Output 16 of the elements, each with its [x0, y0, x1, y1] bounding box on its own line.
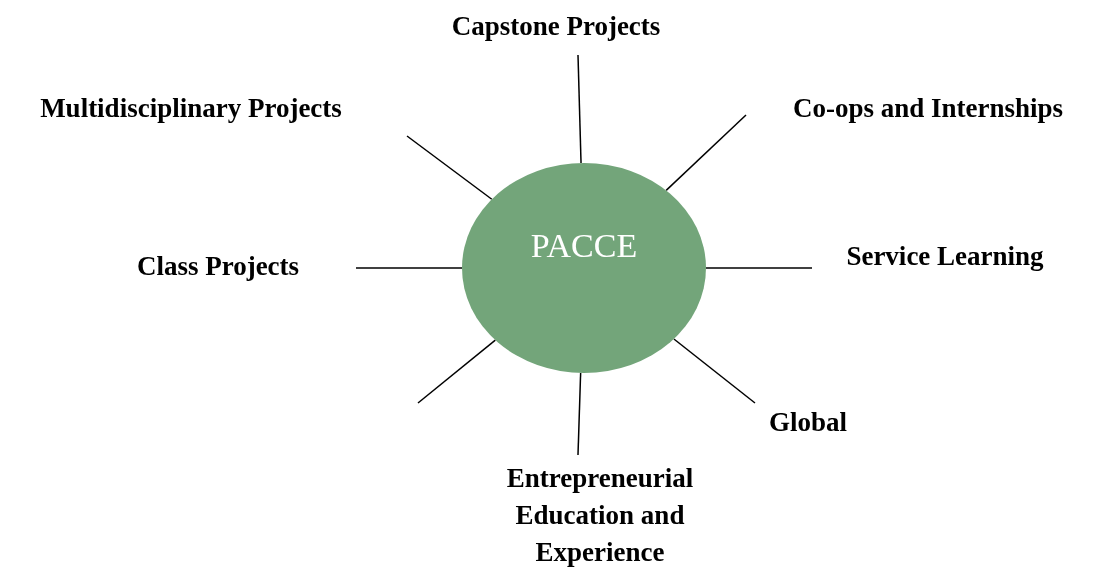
- connector-line: [577, 54, 582, 164]
- connector-line: [355, 267, 463, 269]
- topic-label: Class Projects: [112, 248, 324, 285]
- connector-line: [577, 372, 582, 456]
- topic-label: Multidisciplinary Projects: [6, 90, 376, 127]
- topic-label: Global: [752, 404, 864, 441]
- hub-ellipse: PACCE: [462, 163, 706, 373]
- connector-line: [665, 114, 747, 192]
- topic-label: Capstone Projects: [425, 8, 687, 45]
- connector-line: [673, 338, 756, 404]
- topic-label: Service Learning: [820, 238, 1070, 275]
- connector-line: [705, 267, 813, 269]
- topic-label: Co-ops and Internships: [762, 90, 1094, 127]
- connector-line: [406, 135, 493, 200]
- connector-line: [417, 339, 497, 404]
- topic-label: Entrepreneurial Education and Experience: [480, 460, 720, 571]
